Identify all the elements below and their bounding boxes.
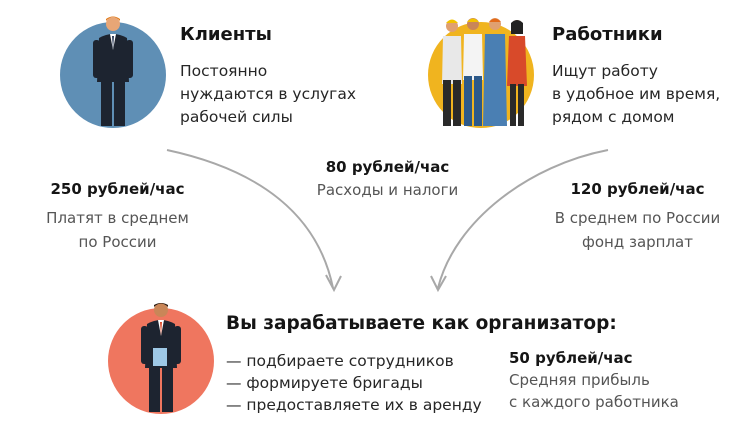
costs-label: Расходы и налоги: [300, 178, 475, 202]
worker-rate-line: В среднем по России: [545, 206, 730, 230]
client-rate-price: 250 рублей/час: [30, 180, 205, 198]
workers-group-icon: [435, 14, 535, 132]
client-rate-line: по России: [30, 230, 205, 254]
client-rate-line: Платят в среднем: [30, 206, 205, 230]
worker-rate-block: 120 рублей/час В среднем по России фонд …: [545, 180, 730, 254]
organizer-icon: [131, 298, 191, 416]
clients-line: нуждаются в услугах: [180, 83, 356, 106]
profit-block: 50 рублей/час Средняя прибыль с каждого …: [509, 349, 679, 413]
client-rate-block: 250 рублей/час Платят в среднем по Росси…: [30, 180, 205, 254]
costs-price: 80 рублей/час: [300, 158, 475, 176]
arrowhead-left: [326, 275, 341, 290]
workers-line: Ищут работу: [552, 60, 720, 83]
clients-line: рабочей силы: [180, 106, 356, 129]
workers-line: в удобное им время,: [552, 83, 720, 106]
profit-line: Средняя прибыль: [509, 369, 679, 391]
clients-title: Клиенты: [180, 24, 272, 45]
businessman-icon: [83, 12, 143, 132]
client-rate-note: Платят в среднем по России: [30, 206, 205, 254]
worker-rate-note: В среднем по России фонд зарплат: [545, 206, 730, 254]
clients-description: Постоянно нуждаются в услугах рабочей си…: [180, 60, 356, 129]
organizer-title: Вы зарабатываете как организатор:: [226, 313, 617, 334]
workers-description: Ищут работу в удобное им время, рядом с …: [552, 60, 720, 129]
costs-block: 80 рублей/час Расходы и налоги: [300, 158, 475, 202]
worker-rate-price: 120 рублей/час: [545, 180, 730, 198]
list-item: — предоставляете их в аренду: [226, 394, 482, 416]
workers-title: Работники: [552, 24, 663, 45]
profit-line: с каждого работника: [509, 391, 679, 413]
list-item: — подбираете сотрудников: [226, 350, 482, 372]
organizer-duties-list: — подбираете сотрудников — формируете бр…: [226, 350, 482, 416]
list-item: — формируете бригады: [226, 372, 482, 394]
profit-price: 50 рублей/час: [509, 349, 679, 367]
workers-line: рядом с домом: [552, 106, 720, 129]
profit-note: Средняя прибыль с каждого работника: [509, 369, 679, 413]
clients-line: Постоянно: [180, 60, 356, 83]
worker-rate-line: фонд зарплат: [545, 230, 730, 254]
